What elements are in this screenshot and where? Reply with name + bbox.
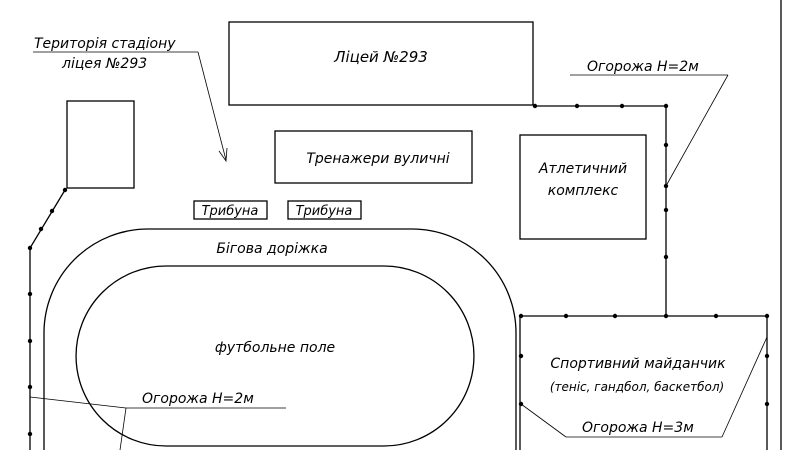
- fence-post: [27, 384, 33, 390]
- fence-post: [563, 313, 569, 319]
- territory-leader-arrow: [218, 147, 228, 163]
- fence-post: [612, 313, 618, 319]
- fence-left: [29, 189, 66, 450]
- street-trainers-area: [274, 130, 473, 184]
- sports-ground-label: Спортивний майданчик: [550, 356, 726, 372]
- fence-right-leader-1: [520, 403, 567, 438]
- territory-leader: [197, 51, 227, 161]
- small-building: [66, 100, 135, 189]
- sports-ground-sub-label: (теніс, гандбол, баскетбол): [550, 380, 724, 394]
- fence-top-leader: [665, 74, 729, 187]
- athletic-complex-label-2: комплекс: [548, 183, 619, 199]
- fence-post: [663, 103, 669, 109]
- stand-1-label: Трибуна: [202, 204, 259, 219]
- lyceum-building: [228, 21, 534, 106]
- fence-post: [518, 353, 524, 359]
- lyceum-label: Ліцей №293: [333, 48, 428, 66]
- fence-post: [663, 142, 669, 148]
- fence-post: [38, 226, 44, 232]
- fence-post: [713, 313, 719, 319]
- football-field: [75, 265, 475, 447]
- athletic-complex: [519, 134, 647, 240]
- fence-post: [27, 338, 33, 344]
- sports-ground: [519, 315, 768, 450]
- fence-post: [49, 208, 55, 214]
- stand-1: [193, 200, 268, 220]
- fence-post: [27, 431, 33, 437]
- fence-right-label: Огорожа H=3м: [582, 420, 694, 436]
- fence-post: [764, 353, 770, 359]
- fence-post: [663, 254, 669, 260]
- fence-post: [663, 207, 669, 213]
- football-field-label: футбольне поле: [215, 340, 335, 356]
- street-trainers-label: Тренажери вуличні: [306, 151, 449, 167]
- fence-post: [532, 103, 538, 109]
- fence-post: [663, 313, 669, 319]
- fence-post: [27, 245, 33, 251]
- fence-post: [764, 401, 770, 407]
- stand-2: [287, 200, 362, 220]
- running-track-outer: [43, 228, 517, 450]
- territory-label-2: ліцея №293: [61, 56, 147, 72]
- fence-post: [62, 187, 68, 193]
- fence-post: [619, 103, 625, 109]
- fence-left-leader-2: [119, 407, 127, 450]
- fence-post: [518, 313, 524, 319]
- fence-left-label: Огорожа H=2м: [142, 391, 254, 407]
- fence-left-leader-1: [29, 396, 127, 409]
- running-track-label: Бігова доріжка: [216, 241, 327, 257]
- athletic-complex-label-1: Атлетичний: [538, 161, 627, 177]
- fence-post: [574, 103, 580, 109]
- fence-top-label: Огорожа H=2м: [587, 59, 699, 75]
- fence-post: [764, 313, 770, 319]
- stand-2-label: Трибуна: [296, 204, 353, 219]
- territory-label-1: Територія стадіону: [34, 36, 176, 52]
- fence-posts: [27, 103, 770, 437]
- fence-post: [27, 291, 33, 297]
- fence-right-leader-2: [721, 336, 768, 438]
